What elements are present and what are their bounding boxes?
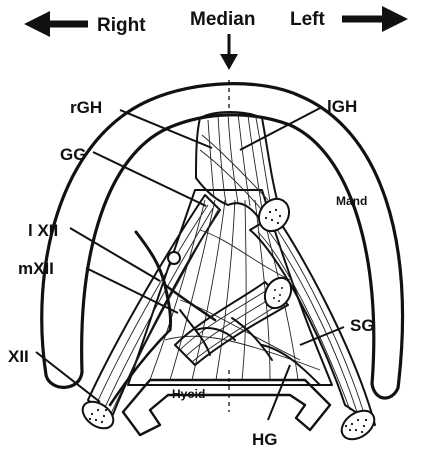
median-arrow-icon [220,34,238,70]
xii-label: XII [8,347,29,366]
leader-lxii [70,228,160,281]
central-muscle-mass [128,190,332,385]
hg-label: HG [252,430,278,449]
lxii-label: l XII [28,221,58,240]
hyoid-label: Hyoid [172,387,205,401]
leader-mxii [86,268,178,313]
leader-lgh [240,107,322,150]
mxii-label: mXII [18,259,54,278]
sg-label: SG [350,316,375,335]
hyoid-bone [123,380,330,435]
leader-hg [268,365,290,420]
rgh-label: rGH [70,98,102,117]
lgh-label: lGH [327,97,357,116]
left-arrow-icon [342,6,408,32]
left-label: Left [290,9,326,30]
gg-label: GG [60,145,86,164]
median-label: Median [190,9,255,30]
mand-label: Mand [336,194,367,208]
leader-gg [93,152,206,206]
right-arrow-icon [24,11,88,37]
right-label: Right [97,15,146,36]
